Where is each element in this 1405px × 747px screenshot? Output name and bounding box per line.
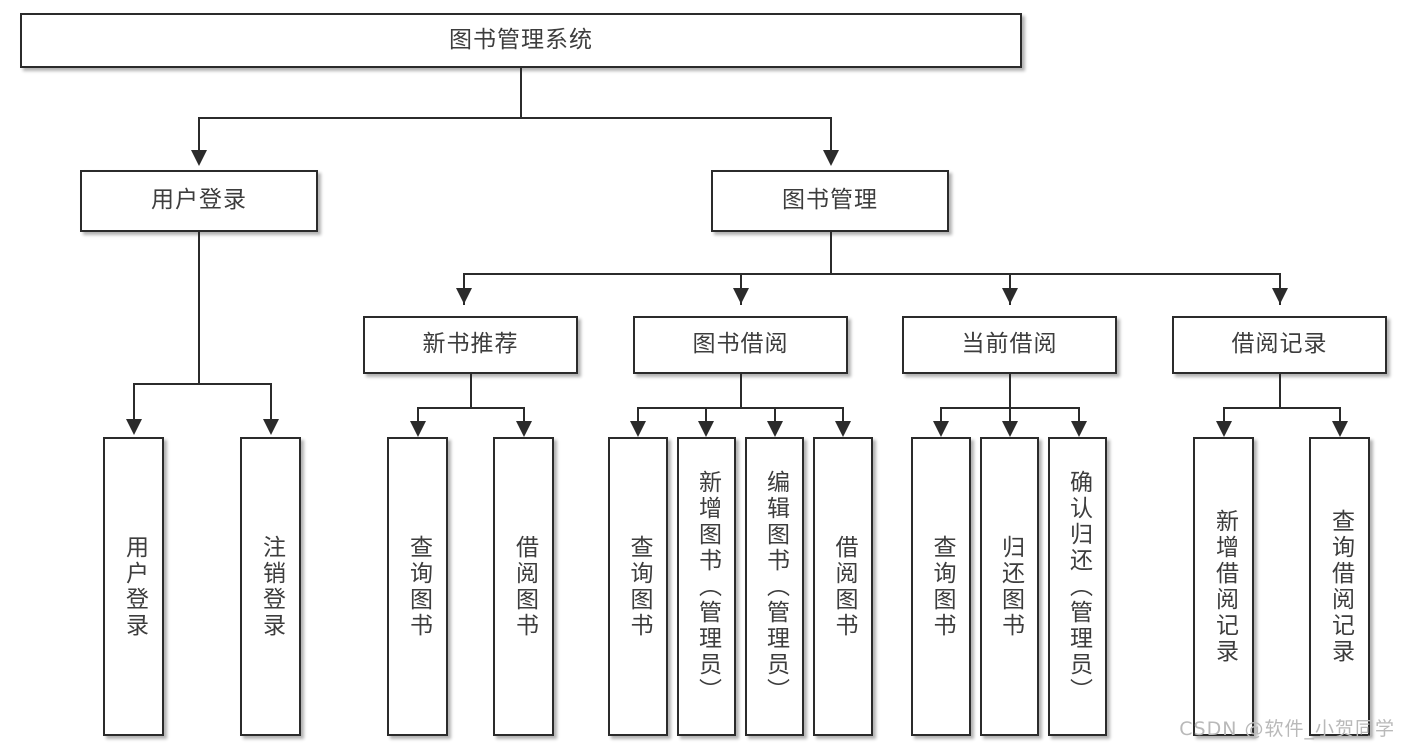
node-leaf-logout[interactable]: 注销登录: [240, 437, 301, 736]
arrow-root-to-user-login: [191, 150, 207, 166]
edge-user-login-to-leaf-1: [270, 383, 272, 421]
node-label: 新书推荐: [422, 331, 519, 358]
node-label: 用户登录: [151, 187, 247, 214]
node-label: 查询图书: [405, 534, 432, 639]
arrow-user-login-to-leaf-0: [126, 419, 142, 435]
node-leaf-query-book-3[interactable]: 查询图书: [911, 437, 971, 736]
node-leaf-query-book-2[interactable]: 查询图书: [608, 437, 668, 736]
arrow-book-mgmt-to-l3-2: [1002, 288, 1018, 304]
edge-user-login-to-leaf-0: [133, 383, 135, 421]
arrow-user-login-to-leaf-1: [263, 419, 279, 435]
node-label: 归还图书: [997, 534, 1024, 639]
edge-book-borrow-to-leaf-2: [774, 407, 776, 425]
arrow-root-to-book-mgmt: [823, 150, 839, 166]
edge-borrow-record-stem: [1279, 374, 1281, 408]
edge-current-borrow-to-leaf-1: [1009, 407, 1011, 425]
edge-book-mgmt-stem: [830, 232, 832, 274]
arrow-book-mgmt-to-l3-1: [733, 288, 749, 304]
edge-new-book-stem: [470, 374, 472, 408]
node-label: 用户登录: [121, 534, 148, 639]
edge-borrow-record-to-leaf-1: [1339, 407, 1341, 425]
node-label: 借阅图书: [830, 534, 857, 639]
edge-current-borrow-stem: [1009, 374, 1011, 408]
edge-root-stem: [520, 68, 522, 118]
edge-current-borrow-to-leaf-2: [1078, 407, 1080, 425]
arrow-book-borrow-to-leaf-0: [630, 421, 646, 437]
edge-new-book-bus: [417, 407, 524, 409]
edge-user-login-stem: [198, 232, 200, 384]
edge-book-borrow-stem: [740, 374, 742, 408]
node-book-borrow[interactable]: 图书借阅: [633, 316, 848, 374]
node-label: 查询借阅记录: [1327, 508, 1354, 665]
node-label: 查询图书: [928, 534, 955, 639]
node-label: 图书管理: [782, 187, 878, 214]
arrow-book-mgmt-to-l3-0: [456, 288, 472, 304]
arrow-book-borrow-to-leaf-2: [767, 421, 783, 437]
edge-current-borrow-to-leaf-0: [940, 407, 942, 425]
node-leaf-add-borrow-record[interactable]: 新增借阅记录: [1193, 437, 1254, 736]
node-label: 当前借阅: [961, 331, 1058, 358]
node-borrow-record[interactable]: 借阅记录: [1172, 316, 1387, 374]
arrow-new-book-to-leaf-1: [516, 421, 532, 437]
node-leaf-borrow-book-2[interactable]: 借阅图书: [813, 437, 873, 736]
node-new-book-recommend[interactable]: 新书推荐: [363, 316, 578, 374]
node-book-management[interactable]: 图书管理: [711, 170, 949, 232]
node-label: 借阅图书: [511, 534, 538, 639]
edge-book-mgmt-bus: [463, 273, 1280, 275]
node-user-login[interactable]: 用户登录: [80, 170, 318, 232]
arrow-book-mgmt-to-l3-3: [1272, 288, 1288, 304]
edge-book-borrow-to-leaf-0: [637, 407, 639, 425]
node-leaf-edit-book-admin[interactable]: 编辑图书（管理员）: [745, 437, 804, 736]
node-leaf-query-book-1[interactable]: 查询图书: [387, 437, 448, 736]
node-leaf-return-book[interactable]: 归还图书: [980, 437, 1039, 736]
node-root-system[interactable]: 图书管理系统: [20, 13, 1022, 68]
node-label: 新增图书（管理员）: [694, 469, 721, 704]
arrow-current-borrow-to-leaf-0: [933, 421, 949, 437]
edge-borrow-record-to-leaf-0: [1223, 407, 1225, 425]
edge-root-to-book-mgmt: [830, 117, 832, 152]
edge-new-book-to-leaf-0: [417, 407, 419, 425]
node-label: 新增借阅记录: [1211, 508, 1238, 665]
node-leaf-query-borrow-record[interactable]: 查询借阅记录: [1309, 437, 1370, 736]
node-label: 确认归还（管理员）: [1065, 469, 1092, 704]
edge-book-borrow-bus: [637, 407, 843, 409]
node-label: 查询图书: [625, 534, 652, 639]
edge-book-borrow-to-leaf-3: [842, 407, 844, 425]
arrow-book-borrow-to-leaf-1: [698, 421, 714, 437]
arrow-current-borrow-to-leaf-2: [1071, 421, 1087, 437]
edge-root-to-user-login: [198, 117, 200, 152]
node-leaf-add-book-admin[interactable]: 新增图书（管理员）: [677, 437, 736, 736]
node-label: 借阅记录: [1231, 331, 1328, 358]
edge-new-book-to-leaf-1: [523, 407, 525, 425]
arrow-borrow-record-to-leaf-0: [1216, 421, 1232, 437]
node-label: 注销登录: [258, 534, 285, 639]
edge-book-borrow-to-leaf-1: [705, 407, 707, 425]
arrow-book-borrow-to-leaf-3: [835, 421, 851, 437]
edge-user-login-bus: [133, 383, 271, 385]
node-current-borrow[interactable]: 当前借阅: [902, 316, 1117, 374]
node-label: 图书管理系统: [449, 26, 593, 53]
node-leaf-user-login[interactable]: 用户登录: [103, 437, 164, 736]
arrow-current-borrow-to-leaf-1: [1002, 421, 1018, 437]
node-label: 图书借阅: [692, 331, 789, 358]
node-label: 编辑图书（管理员）: [762, 469, 789, 704]
arrow-new-book-to-leaf-0: [410, 421, 426, 437]
node-leaf-confirm-return-admin[interactable]: 确认归还（管理员）: [1048, 437, 1107, 736]
arrow-borrow-record-to-leaf-1: [1332, 421, 1348, 437]
node-leaf-borrow-book-1[interactable]: 借阅图书: [493, 437, 554, 736]
edge-root-bus: [198, 117, 832, 119]
edge-borrow-record-bus: [1223, 407, 1340, 409]
